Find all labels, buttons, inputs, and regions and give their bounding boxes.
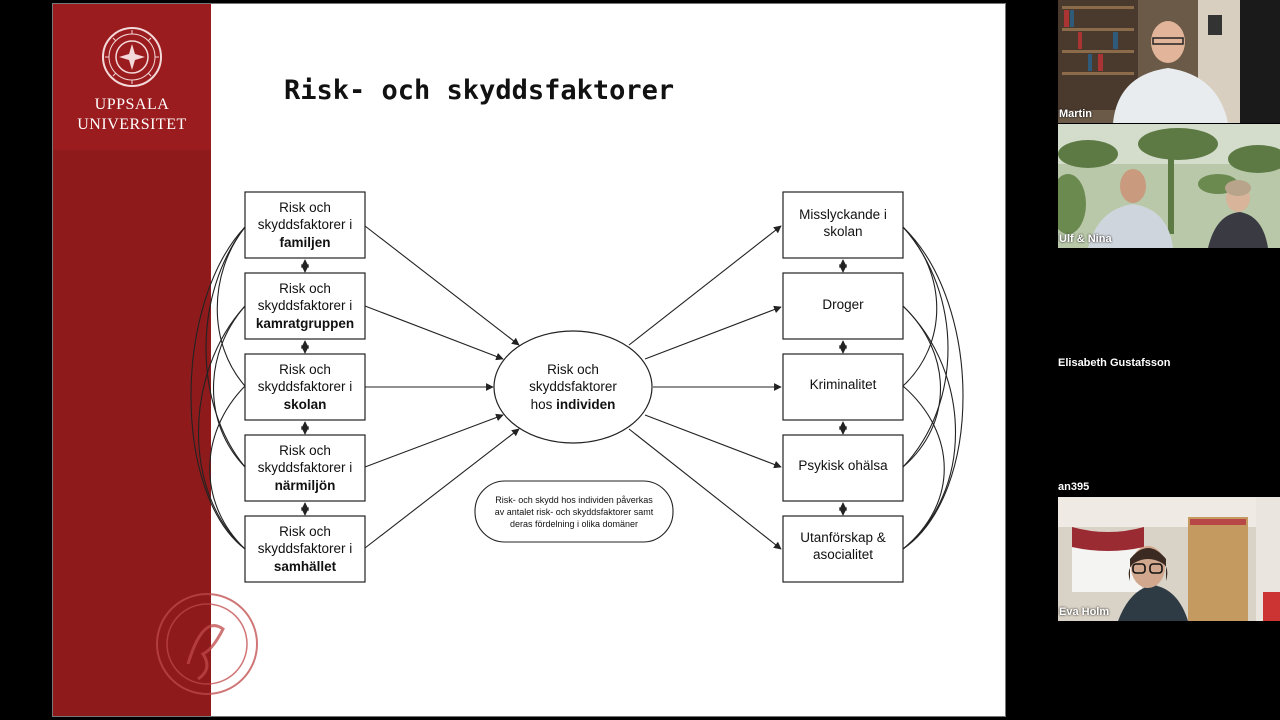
right-outcome-boxes [782,191,904,583]
participant-name-elisabeth: Elisabeth Gustafsson [1058,357,1171,369]
inbound-arrows [364,225,520,549]
peer-box-label: kamratgruppen [256,316,354,331]
individual-line2: skyddsfaktorer [529,379,617,394]
video-tile-ulf-nina[interactable]: Ulf & Nina [1058,124,1280,248]
video-feed-martin [1058,0,1280,123]
right-outcome-connectors [902,226,964,550]
participant-name-ulf-nina: Ulf & Nina [1059,233,1112,245]
risk-protection-diagram: Risk och skyddsfaktorer i familjen Risk … [156,191,964,695]
individual-ellipse [493,330,653,444]
neighbourhood-box-line1: Risk och [279,443,331,458]
video-tile-martin[interactable]: Martin [1058,0,1280,123]
crime-label: Kriminalitet [810,377,877,392]
peer-box-line1: Risk och [279,281,331,296]
school-box-line2: skyddsfaktorer i [258,379,353,394]
mental-health-label: Psykisk ohälsa [798,458,888,473]
individual-line1: Risk och [547,362,599,377]
video-feed-eva-holm [1058,497,1280,621]
outbound-arrows [628,225,782,550]
society-box-line2: skyddsfaktorer i [258,541,353,556]
note-bubble [474,480,674,543]
university-name-line2: UNIVERSITET [77,116,187,133]
faculty-seal-icon [156,593,258,695]
school-failure-line1: Misslyckande i [799,207,887,222]
video-feed-ulf-nina [1058,124,1280,248]
school-box-line1: Risk och [279,362,331,377]
neighbourhood-box-line2: skyddsfaktorer i [258,460,353,475]
exclusion-line1: Utanförskap & [800,530,886,545]
university-brand-panel: UPPSALA UNIVERSITET [53,4,211,150]
participant-name-an395: an395 [1058,481,1090,493]
family-box-line1: Risk och [279,200,331,215]
family-box-line2: skyddsfaktorer i [258,217,353,232]
drugs-label: Droger [822,297,864,312]
family-box-label: familjen [279,235,330,250]
presentation-slide: UPPSALA UNIVERSITET Risk- och skyddsfakt… [52,3,1006,717]
university-name-line1: UPPSALA [94,96,170,113]
individual-line3: hos individen [531,397,616,412]
school-failure-line2: skolan [823,224,862,239]
individual-line3-bold: individen [556,397,615,412]
neighbourhood-box-label: närmiljön [275,478,336,493]
note-line3: deras fördelning i olika domäner [510,519,638,529]
left-domain-connectors [190,226,246,550]
society-box-line1: Risk och [279,524,331,539]
society-box-label: samhället [274,559,337,574]
peer-box-line2: skyddsfaktorer i [258,298,353,313]
school-box-label: skolan [284,397,327,412]
exclusion-line2: asocialitet [813,547,873,562]
vertical-links [300,259,848,516]
video-tile-an395[interactable]: an395 [1058,374,1280,496]
individual-line3-prefix: hos [531,397,557,412]
video-tile-elisabeth[interactable]: Elisabeth Gustafsson [1058,249,1280,373]
participant-name-eva-holm: Eva Holm [1059,606,1110,618]
university-seal-icon [102,27,162,87]
participant-strip: Martin Ulf & Nina Elisabeth Gustafsson a… [1058,0,1280,720]
video-tile-eva-holm[interactable]: Eva Holm [1058,497,1280,621]
slide-title: Risk- och skyddsfaktorer [284,75,675,106]
note-line2: av antalet risk- och skyddsfaktorer samt [495,507,654,517]
participant-name-martin: Martin [1059,108,1092,120]
left-domain-boxes [244,191,366,583]
note-line1: Risk- och skydd hos individen påverkas [495,495,653,505]
